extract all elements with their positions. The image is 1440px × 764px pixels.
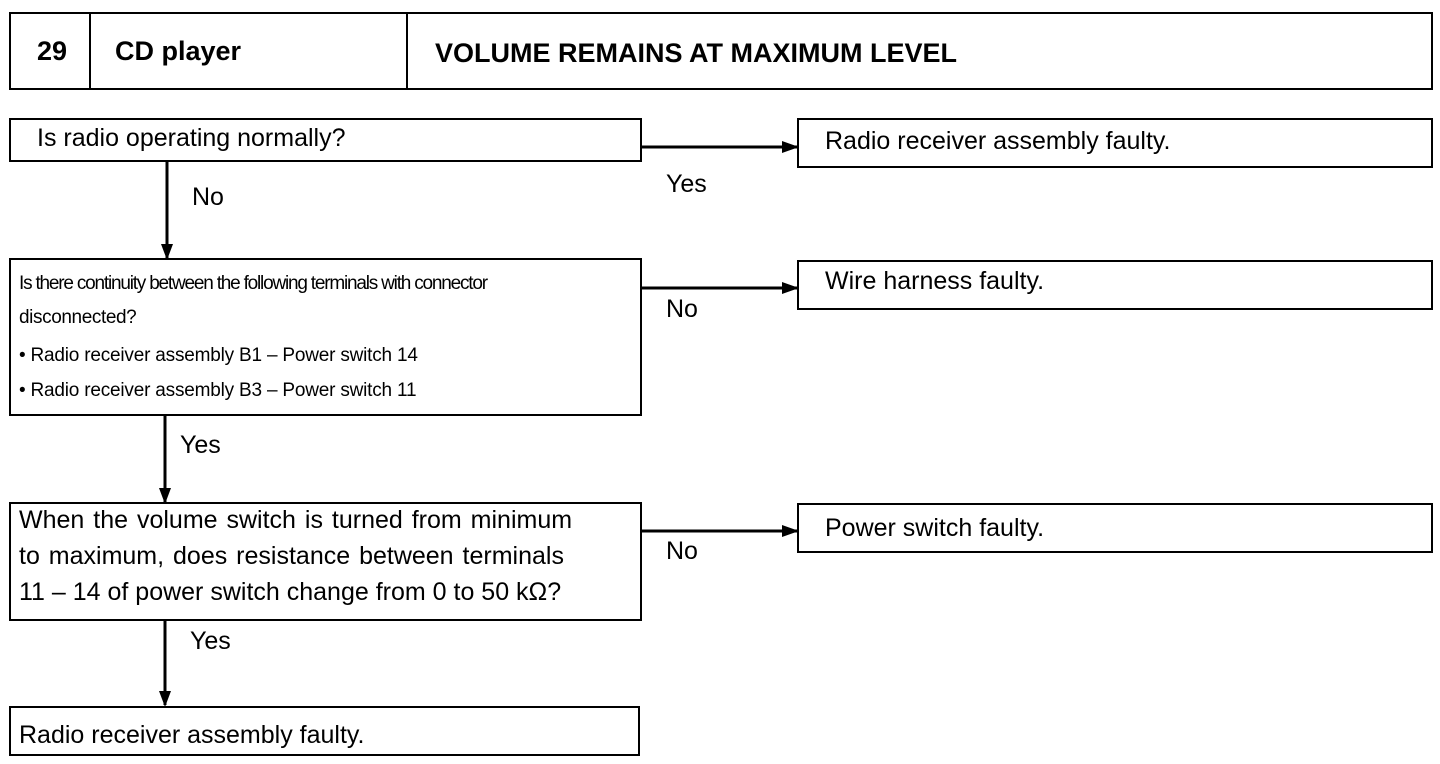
q3-no-label: No [666, 537, 698, 565]
result-2-text: Wire harness faulty. [825, 267, 1045, 295]
q1-yes-label: Yes [666, 170, 707, 198]
question-box-3: When the volume switch is turned from mi… [9, 502, 642, 621]
q2-no-label: No [666, 295, 698, 323]
question-3-line-2: to maximum, does resistance between term… [19, 542, 564, 570]
result-box-2: Wire harness faulty. [797, 260, 1433, 310]
question-1-text: Is radio operating normally? [37, 124, 346, 152]
result-box-1: Radio receiver assembly faulty. [797, 118, 1433, 168]
arrowhead-q1-yes [782, 141, 799, 153]
question-3-line-3: 11 – 14 of power switch change from 0 to… [19, 578, 562, 606]
question-2-bullet-1: • Radio receiver assembly B1 – Power swi… [19, 345, 418, 366]
q1-no-label: No [192, 183, 224, 211]
arrowhead-q3-no [782, 525, 799, 537]
question-2-line-1: Is there continuity between the followin… [19, 273, 488, 294]
final-result-box: Radio receiver assembly faulty. [9, 706, 640, 756]
header-bar: 29 CD player VOLUME REMAINS AT MAXIMUM L… [9, 12, 1433, 90]
arrowhead-q1-to-q2 [161, 244, 173, 260]
final-result-text: Radio receiver assembly faulty. [19, 721, 365, 749]
question-3-line-1: When the volume switch is turned from mi… [19, 506, 573, 534]
question-box-1: Is radio operating normally? [9, 118, 642, 162]
question-box-2: Is there continuity between the followin… [9, 258, 642, 416]
question-2-line-2: disconnected? [19, 307, 137, 328]
arrowhead-q3-to-final [159, 691, 171, 707]
result-box-3: Power switch faulty. [797, 503, 1433, 553]
arrowhead-q2-to-q3 [159, 488, 171, 504]
arrowhead-q2-no [782, 282, 799, 294]
header-divider [406, 14, 408, 88]
system-name: CD player [115, 35, 242, 66]
result-3-text: Power switch faulty. [825, 514, 1045, 542]
header-divider [89, 14, 91, 88]
q3-yes-label: Yes [190, 627, 231, 655]
result-1-text: Radio receiver assembly faulty. [825, 127, 1171, 155]
section-number: 29 [37, 35, 68, 66]
page-title: VOLUME REMAINS AT MAXIMUM LEVEL [435, 37, 957, 68]
question-2-bullet-2: • Radio receiver assembly B3 – Power swi… [19, 380, 417, 401]
q2-yes-label: Yes [180, 431, 221, 459]
